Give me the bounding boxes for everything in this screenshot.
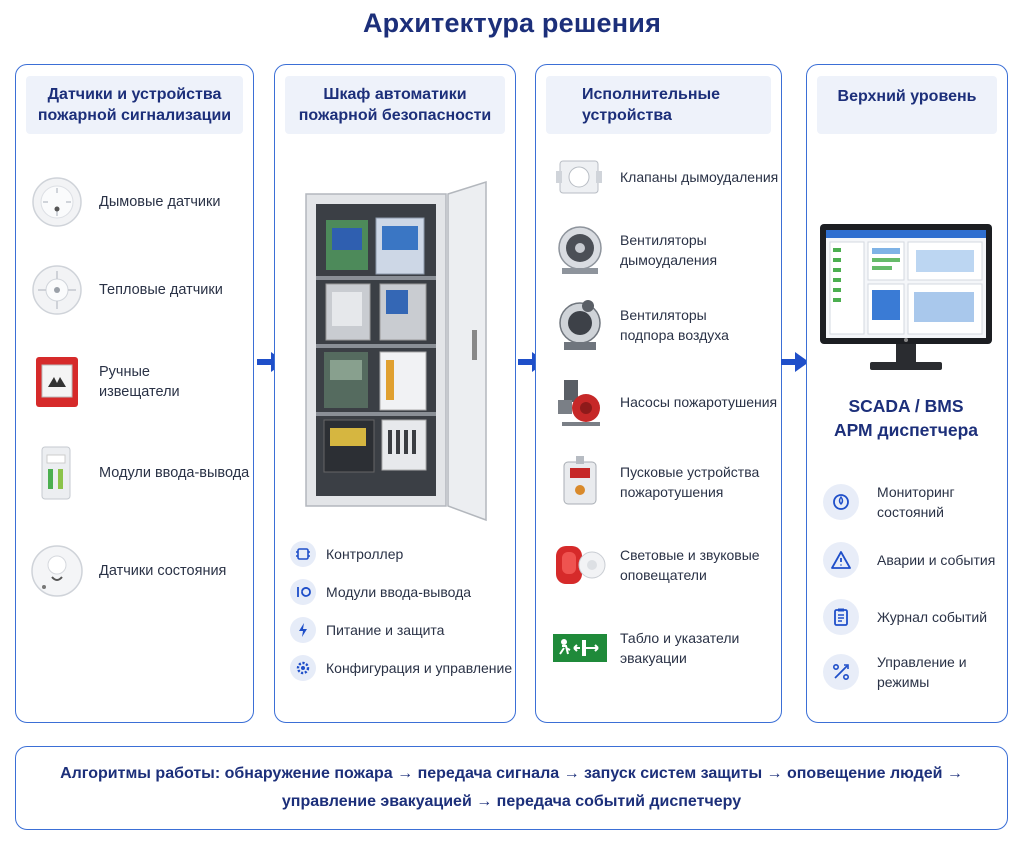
list-item: Световые и звуковые оповещатели [554, 542, 760, 588]
list-item: Клапаны дымоудаления [554, 155, 778, 199]
item-label: Вентиляторы подпора воздуха [620, 305, 738, 345]
list-item: Управление и режимы [823, 652, 977, 692]
list-item: Пусковые устройства пожаротушения [560, 456, 760, 508]
column-header-upper-level: Верхний уровень [817, 76, 997, 134]
item-label: Световые и звуковые оповещатели [620, 545, 760, 585]
list-item: Дымовые датчики [30, 175, 220, 229]
gear-icon [290, 655, 316, 681]
list-item: Журнал событий [823, 599, 987, 635]
clipboard-icon [823, 599, 859, 635]
list-item: Датчики состояния [30, 543, 226, 599]
cabinet-image [296, 180, 496, 525]
item-label: Питание и защита [326, 620, 444, 640]
smoke-valve-icon [554, 155, 604, 199]
io-module-icon [38, 445, 74, 501]
smoke-fan-icon [554, 224, 604, 276]
item-label: Контроллер [326, 544, 403, 564]
exit-sign-icon [552, 630, 608, 666]
item-label: Модули ввода-вывода [326, 582, 471, 602]
list-item: Модули ввода-вывода [290, 579, 471, 605]
list-item: Ручные извещатели [34, 355, 209, 409]
item-label: Насосы пожаротушения [620, 392, 777, 412]
list-item: Табло и указатели эвакуации [552, 628, 750, 668]
list-item: Тепловые датчики [30, 263, 223, 317]
list-item: Мониторинг состояний [823, 482, 987, 522]
io-icon [290, 579, 316, 605]
page-title: Архитектура решения [0, 8, 1024, 39]
list-item: Конфигурация и управление [290, 655, 512, 681]
item-label: Аварии и события [877, 550, 995, 570]
algorithm-line-2: управление эвакуацией → передача событий… [60, 788, 963, 816]
alarm-siren-icon [554, 542, 606, 588]
column-header-actuators: Исполнительные устройства [546, 76, 771, 134]
item-label: Управление и режимы [877, 652, 977, 692]
column-header-cabinet: Шкаф автоматики пожарной безопасности [285, 76, 505, 134]
monitoring-icon [823, 484, 859, 520]
item-label: Вентиляторы дымоудаления [620, 230, 730, 270]
list-item: Питание и защита [290, 617, 444, 643]
monitor-image [818, 222, 994, 374]
scada-title: SCADA / BMS АРМ диспетчера [806, 394, 1006, 442]
launch-device-icon [560, 456, 600, 508]
item-label: Клапаны дымоудаления [620, 167, 778, 187]
scada-line-2: АРМ диспетчера [806, 418, 1006, 442]
item-label: Дымовые датчики [99, 192, 220, 212]
list-item: Вентиляторы подпора воздуха [554, 298, 738, 352]
column-header-sensors: Датчики и устройства пожарной сигнализац… [26, 76, 243, 134]
list-item: Модули ввода-вывода [38, 445, 249, 501]
algorithm-line-1: Алгоритмы работы: обнаружение пожара → п… [60, 760, 963, 788]
manual-call-point-icon [34, 355, 80, 409]
smoke-detector-icon [30, 175, 84, 229]
item-label: Пусковые устройства пожаротушения [620, 462, 760, 502]
state-sensor-icon [30, 543, 84, 599]
item-label: Тепловые датчики [99, 280, 223, 300]
pressure-fan-icon [554, 298, 604, 352]
list-item: Аварии и события [823, 542, 995, 578]
item-label: Табло и указатели эвакуации [620, 628, 750, 668]
algorithm-footer: Алгоритмы работы: обнаружение пожара → п… [15, 746, 1008, 830]
warning-icon [823, 542, 859, 578]
item-label: Модули ввода-вывода [99, 463, 249, 483]
heat-detector-icon [30, 263, 84, 317]
fire-pump-icon [556, 376, 604, 428]
list-item: Вентиляторы дымоудаления [554, 224, 730, 276]
power-icon [290, 617, 316, 643]
item-label: Мониторинг состояний [877, 482, 987, 522]
controller-icon [290, 541, 316, 567]
scada-line-1: SCADA / BMS [806, 394, 1006, 418]
algorithm-text: Алгоритмы работы: обнаружение пожара → п… [60, 760, 963, 816]
list-item: Контроллер [290, 541, 403, 567]
item-label: Конфигурация и управление [326, 658, 512, 678]
list-item: Насосы пожаротушения [556, 376, 777, 428]
control-icon [823, 654, 859, 690]
item-label: Ручные извещатели [99, 362, 209, 402]
item-label: Журнал событий [877, 607, 987, 627]
item-label: Датчики состояния [99, 561, 226, 581]
